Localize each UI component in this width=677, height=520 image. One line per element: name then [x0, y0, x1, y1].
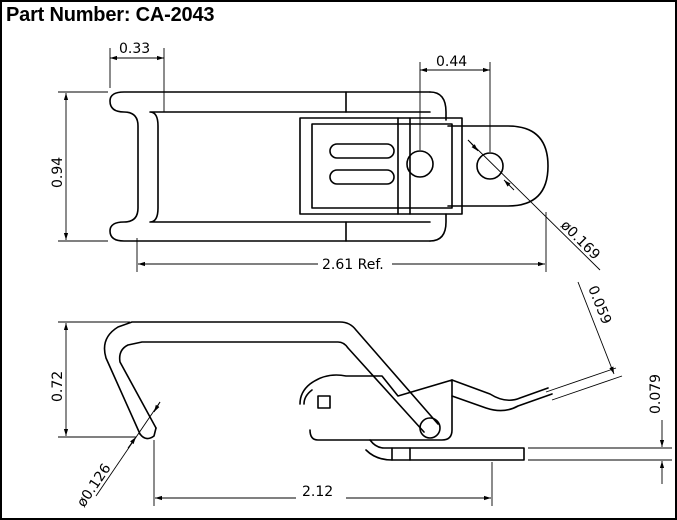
- latch-body: [299, 117, 463, 215]
- dim-side-height: 0.72: [50, 371, 66, 402]
- rivet: [317, 395, 331, 409]
- wire-hook-side: [103, 321, 439, 435]
- catch-plate-side: [365, 439, 525, 461]
- dim-thickness: 0.059: [584, 284, 614, 327]
- latch-body-side: [299, 374, 453, 441]
- wire-bend: [429, 213, 447, 242]
- latch-curl: [303, 389, 313, 405]
- mounting-hole: [476, 152, 504, 180]
- side-view: 0.72 0.059 0.079 ø0.126 2.12: [50, 281, 672, 510]
- lever-arm: [451, 393, 553, 412]
- wire-pivot: [419, 417, 441, 439]
- dim-hole-dia: ø0.169: [557, 218, 603, 264]
- slot: [329, 143, 395, 159]
- wire-end: [139, 427, 157, 440]
- pivot-hole: [406, 150, 434, 178]
- wire-hook-inner: [149, 111, 431, 223]
- dim-wire-dia: ø0.126: [74, 461, 115, 510]
- dim-length: 2.61 Ref.: [322, 257, 384, 273]
- dim-arm-width: 0.44: [436, 54, 467, 70]
- dim-hook-depth: 0.33: [119, 41, 150, 57]
- part-number-title: Part Number: CA-2043: [6, 4, 215, 26]
- wire-hook-outline: [109, 91, 431, 242]
- top-view: 0.33 0.44 0.94 2.61 Ref. ø0.169: [50, 41, 603, 273]
- dim-plate-thickness: 0.079: [648, 374, 664, 414]
- wire-hook-side-inner: [118, 341, 425, 433]
- lever-arm: [451, 379, 549, 402]
- latch-body-inner: [311, 123, 453, 209]
- dim-side-length: 2.12: [302, 484, 333, 500]
- catch-plate: [447, 125, 549, 207]
- wire-bend: [429, 91, 447, 121]
- leader-line: [467, 139, 601, 271]
- slot: [329, 169, 395, 185]
- dim-height: 0.94: [50, 157, 66, 188]
- leader-line: [95, 401, 161, 497]
